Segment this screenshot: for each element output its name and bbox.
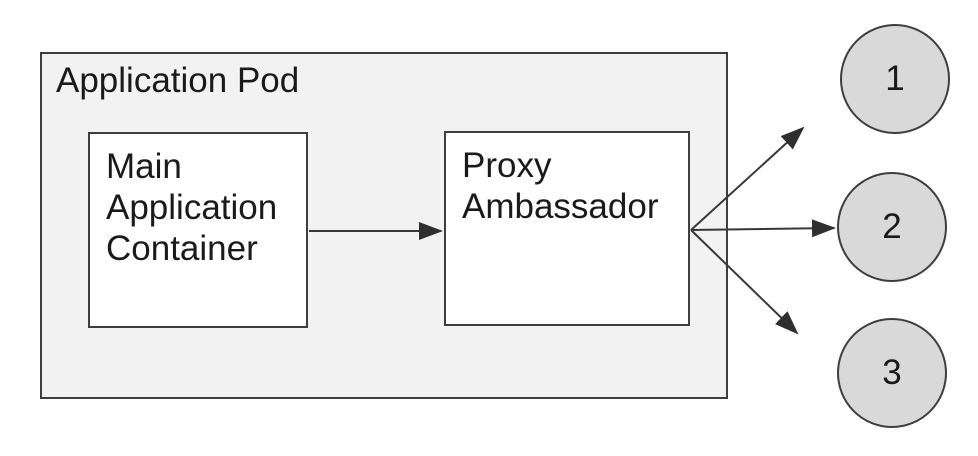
endpoint-circle-2: 2 (837, 172, 947, 282)
endpoint-2-label: 2 (882, 207, 902, 246)
main-application-container-label: Main Application Container (106, 147, 278, 268)
endpoint-circle-1: 1 (840, 24, 950, 134)
proxy-ambassador-label: Proxy Ambassador (462, 146, 659, 226)
endpoint-3-label: 3 (882, 353, 902, 392)
application-pod-label: Application Pod (56, 61, 300, 100)
proxy-ambassador-box: Proxy Ambassador (444, 131, 690, 326)
main-application-container-box: Main Application Container (88, 132, 308, 328)
endpoint-1-label: 1 (885, 59, 905, 98)
endpoint-circle-3: 3 (837, 318, 947, 428)
